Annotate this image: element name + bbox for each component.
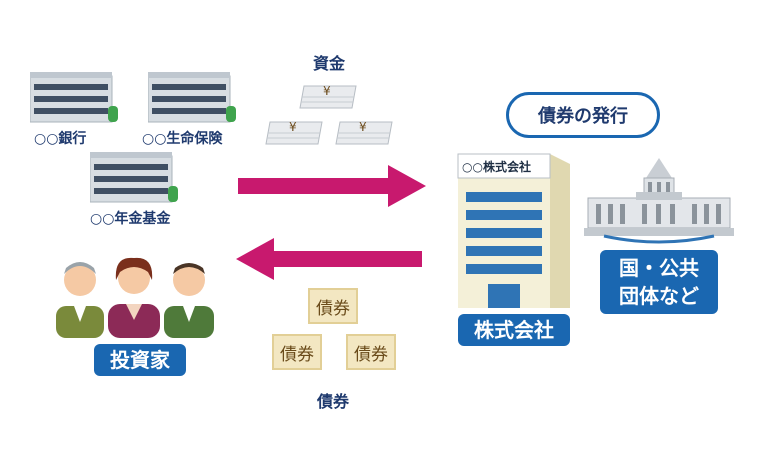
bank-label: ○○銀行 (34, 131, 87, 147)
government-label-line1: 国・公共 (619, 256, 699, 280)
government-building-icon (584, 158, 734, 244)
company-badge: 株式会社 (458, 314, 570, 346)
bond-certificate: 債券 (346, 334, 396, 370)
government-label-line2: 団体など (619, 284, 699, 308)
government-badge: 国・公共 団体など (600, 250, 718, 314)
money-stack-icon: ¥ (332, 118, 396, 148)
insurance-label: ○○生命保険 (142, 131, 223, 147)
bonds-label: 債券 (317, 392, 350, 411)
money-stack-icon: ¥ (296, 82, 360, 112)
company-building-icon: ○○株式会社 (456, 152, 572, 310)
arrow-right-icon (238, 165, 426, 207)
bond-certificate: 債券 (272, 334, 322, 370)
pension-label: ○○年金基金 (90, 211, 171, 227)
investors-icon (56, 257, 214, 338)
issuance-bubble: 債券の発行 (506, 92, 660, 138)
bond-certificate: 債券 (308, 288, 358, 324)
yen-symbol: ¥ (289, 120, 297, 134)
bank-building-icon (30, 72, 118, 123)
pension-building-icon (90, 152, 178, 203)
yen-symbol: ¥ (323, 84, 331, 98)
money-stack-icon: ¥ (262, 118, 326, 148)
issuance-label: 債券の発行 (538, 106, 628, 127)
arrow-left-icon (236, 238, 422, 280)
investors-badge: 投資家 (94, 344, 186, 376)
insurance-building-icon (148, 72, 236, 123)
yen-symbol: ¥ (359, 120, 367, 134)
company-sign: ○○株式会社 (462, 160, 531, 174)
funds-label: 資金 (313, 54, 346, 73)
